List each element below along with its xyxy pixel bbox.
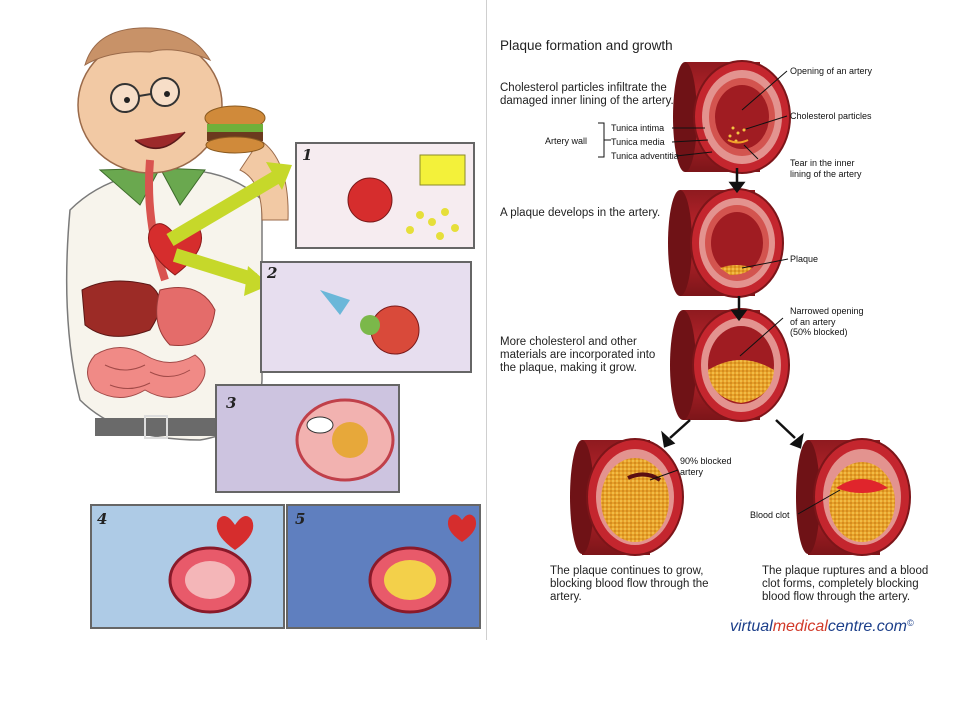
label-media: Tunica media — [611, 137, 665, 147]
artery-1 — [673, 60, 791, 174]
panel-number-5: 5 — [295, 510, 306, 528]
step4a-text: The plaque continues to grow,blocking bl… — [550, 565, 709, 603]
cartoon-illustration: 1 2 3 4 5 — [0, 0, 486, 640]
artery-diagram — [570, 60, 911, 556]
artery-4b — [796, 438, 911, 556]
artery-2 — [668, 188, 784, 298]
divider-line — [486, 0, 487, 640]
panel-number-4: 4 — [97, 510, 108, 528]
panel-number-1: 1 — [302, 146, 313, 164]
cartoon-drawing — [65, 27, 481, 629]
artery-3 — [670, 308, 790, 422]
label-adventitia: Tunica adventitia — [611, 151, 679, 161]
figure-title: Plaque formation and growth — [500, 38, 673, 53]
label-blood-clot: Blood clot — [750, 510, 790, 520]
leader-lines — [598, 70, 841, 515]
label-cholesterol: Cholesterol particles — [790, 111, 872, 121]
label-opening: Opening of an artery — [790, 66, 873, 76]
label-artery-wall: Artery wall — [545, 136, 588, 146]
virtualmedicalcentre-logo: virtualmedicalcentre.com© — [730, 618, 914, 635]
label-plaque: Plaque — [790, 254, 819, 264]
step2-text: A plaque develops in the artery. — [500, 207, 661, 219]
flow-arrows — [661, 168, 804, 449]
label-intima: Tunica intima — [611, 123, 665, 133]
panel-number-2: 2 — [267, 264, 278, 282]
panel-number-3: 3 — [226, 394, 237, 412]
artery-4a — [570, 438, 684, 556]
